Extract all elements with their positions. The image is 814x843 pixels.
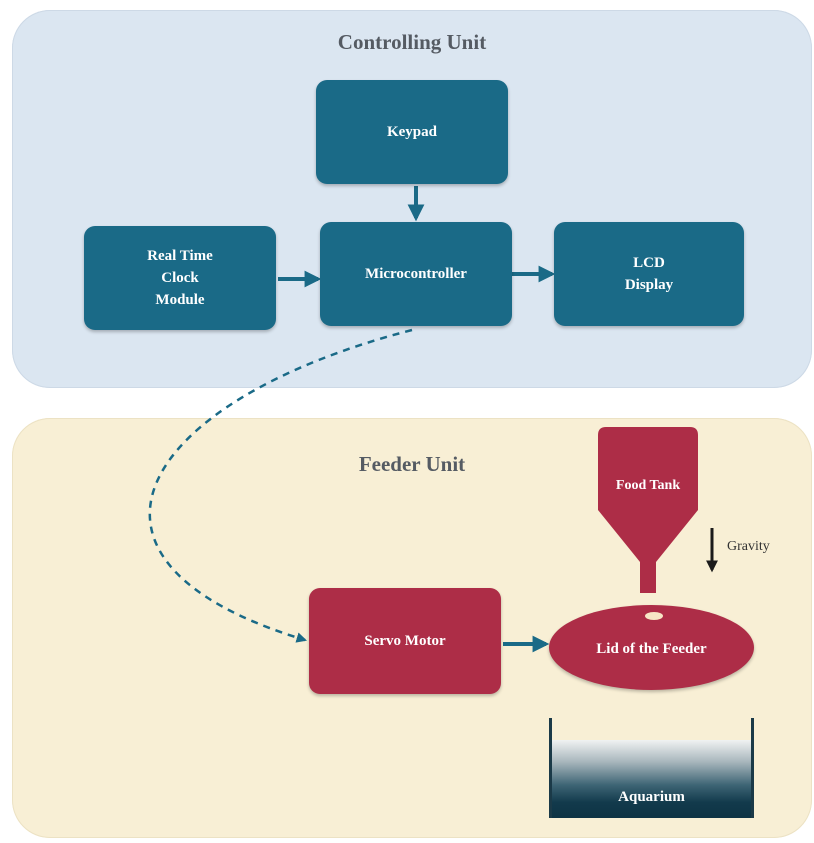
aquarium-water — [552, 740, 751, 818]
food-tank-icon — [598, 427, 698, 593]
rtc-module-block: Real Time Clock Module — [84, 226, 276, 330]
gravity-label: Gravity — [727, 539, 770, 554]
lid-opening — [645, 612, 663, 620]
feeder-lid: Lid of the Feeder — [549, 605, 754, 690]
feeder-unit-title: Feeder Unit — [358, 452, 466, 476]
aquarium-label: Aquarium — [618, 789, 685, 805]
aquarium-tank: Aquarium — [549, 718, 754, 818]
keypad-block: Keypad — [316, 80, 508, 184]
lcd-display-block: LCD Display — [554, 222, 744, 326]
lid-label: Lid of the Feeder — [596, 641, 707, 657]
microcontroller-block: Microcontroller — [320, 222, 512, 326]
controlling-unit-title: Controlling Unit — [337, 30, 487, 54]
servo-motor-block: Servo Motor — [309, 588, 501, 694]
food-tank-label: Food Tank — [615, 478, 681, 493]
microcontroller-to-servo-dashed-connector — [148, 328, 413, 643]
